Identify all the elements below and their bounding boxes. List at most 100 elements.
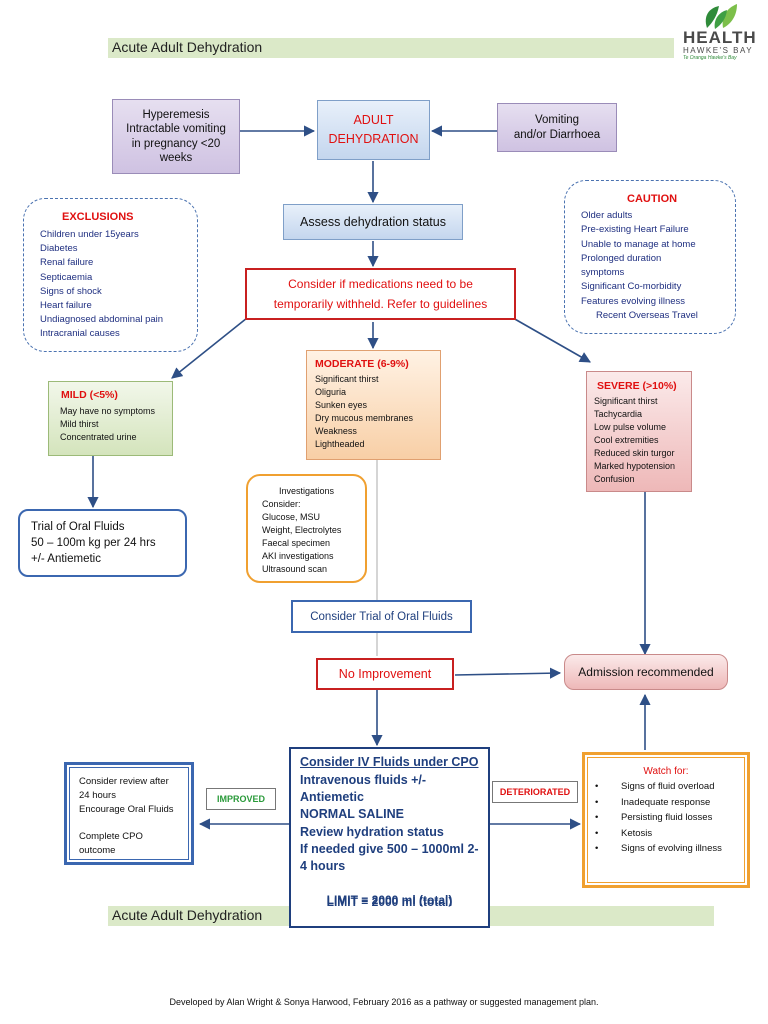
watch-for-box: Watch for: •Signs of fluid overload •Ina… xyxy=(582,752,750,888)
investigation-item: AKI investigations xyxy=(262,551,334,561)
investigation-item: Glucose, MSU xyxy=(262,512,321,522)
watch-item: •Inadequate response xyxy=(595,795,722,811)
iv-title: Consider IV Fluids under CPO xyxy=(300,755,479,769)
mild-item: Concentrated urine xyxy=(60,432,137,442)
bullet-icon: • xyxy=(595,796,599,808)
review-inner-border xyxy=(69,767,189,860)
moderate-item: Significant thirst xyxy=(315,374,379,384)
medications-line: Consider if medications need to be xyxy=(288,277,473,291)
severe-box: SEVERE (>10%) Significant thirst Tachyca… xyxy=(586,371,692,492)
severe-list: Significant thirst Tachycardia Low pulse… xyxy=(594,395,675,486)
bullet-icon: • xyxy=(595,827,599,839)
admission-box: Admission recommended xyxy=(564,654,728,690)
hyperemesis-box: Hyperemesis Intractable vomiting in preg… xyxy=(112,99,240,174)
watch-item: •Ketosis xyxy=(595,826,722,842)
logo-line1: HEALTH xyxy=(683,28,757,47)
caution-item: Features evolving illness xyxy=(581,295,686,307)
investigations-title: Investigations xyxy=(278,486,335,496)
medications-line: temporarily withheld. Refer to guideline… xyxy=(273,297,488,311)
review-line: outcome xyxy=(79,844,116,856)
vomiting-line: and/or Diarrhoea xyxy=(513,128,601,141)
review-line xyxy=(79,816,174,830)
iv-line: Review hydration status xyxy=(300,824,444,839)
arrow-noimprovement-admission xyxy=(454,667,562,679)
footer-band-title: Acute Adult Dehydration xyxy=(112,907,263,923)
deteriorated-label: DETERIORATED xyxy=(499,787,571,797)
arrow-medications-mild xyxy=(171,317,248,379)
iv-limit-overlay: LIMIT = 2000 ml (total) xyxy=(326,893,453,907)
logo-line3: Te Oranga Hawke's Bay xyxy=(683,55,737,61)
moderate-item: Weakness xyxy=(315,426,357,436)
iv-box-bottom xyxy=(289,906,490,928)
exclusions-box: EXCLUSIONS Children under 15years Diabet… xyxy=(23,198,198,352)
severe-title: SEVERE (>10%) xyxy=(597,380,677,392)
caution-item: symptoms xyxy=(581,267,625,279)
caution-box: CAUTION Older adults Pre-existing Heart … xyxy=(564,180,736,334)
caution-title: CAUTION xyxy=(627,193,678,205)
trial-line: 50 – 100m kg per 24 hrs xyxy=(31,537,156,549)
investigations-list: Consider: Glucose, MSU Weight, Electroly… xyxy=(262,498,341,576)
investigations-box: Investigations Consider: Glucose, MSU We… xyxy=(246,474,367,583)
review-list: Consider review after 24 hours Encourage… xyxy=(79,775,174,858)
investigation-item: Faecal specimen xyxy=(262,538,331,548)
consider-trial-label: Consider Trial of Oral Fluids xyxy=(310,610,453,623)
caution-item: Older adults xyxy=(581,210,633,221)
severe-item: Tachycardia xyxy=(594,409,643,419)
exclusion-item: Renal failure xyxy=(40,257,94,269)
mild-item: May have no symptoms xyxy=(60,406,156,416)
investigation-item: Weight, Electrolytes xyxy=(262,525,342,535)
admission-label: Admission recommended xyxy=(578,665,714,679)
severe-item: Low pulse volume xyxy=(594,422,667,432)
moderate-item: Oliguria xyxy=(315,387,347,397)
iv-list: Intravenous fluids +/- Antiemetic NORMAL… xyxy=(300,772,479,875)
assess-label: Assess dehydration status xyxy=(300,215,446,229)
exclusion-item: Children under 15years xyxy=(40,229,139,240)
caution-item: Significant Co-morbidity xyxy=(581,281,682,293)
improved-label-box: IMPROVED xyxy=(206,788,276,810)
watch-item: •Signs of fluid overload xyxy=(595,779,722,795)
exclusion-item: Heart failure xyxy=(40,300,92,312)
moderate-box: MODERATE (6-9%) Significant thirst Oligu… xyxy=(306,350,441,460)
watch-inner-border xyxy=(587,757,745,883)
caution-item: Unable to manage at home xyxy=(581,238,696,250)
deteriorated-label-box: DETERIORATED xyxy=(492,781,578,803)
review-line: Consider review after xyxy=(79,776,169,787)
severe-item: Significant thirst xyxy=(594,396,658,406)
investigation-item: Ultrasound scan xyxy=(262,564,328,574)
exclusions-title: EXCLUSIONS xyxy=(62,211,134,223)
iv-line: Antiemetic xyxy=(300,790,364,805)
vomiting-line: Vomiting xyxy=(534,114,580,126)
moderate-item: Sunken eyes xyxy=(315,400,368,410)
hyperemesis-line: Intractable vomiting xyxy=(126,123,226,135)
health-hawkes-bay-logo: HEALTH HAWKE'S BAY Te Oranga Hawke's Bay xyxy=(683,2,765,61)
exclusion-item: Intracranial causes xyxy=(40,328,120,340)
trial-list: Trial of Oral Fluids 50 – 100m kg per 24… xyxy=(31,519,156,567)
trial-oral-fluids-box: Trial of Oral Fluids 50 – 100m kg per 24… xyxy=(18,509,187,577)
vomiting-box: Vomiting and/or Diarrhoea xyxy=(497,103,617,152)
trial-line: +/- Antiemetic xyxy=(31,553,101,565)
medications-box: Consider if medications need to be tempo… xyxy=(245,268,516,320)
review-line: Complete CPO xyxy=(79,831,143,843)
caution-item: Pre-existing Heart Failure xyxy=(581,224,689,236)
severe-item: Reduced skin turgor xyxy=(594,448,675,458)
exclusions-list: Children under 15years Diabetes Renal fa… xyxy=(40,228,163,342)
iv-line: 4 hours xyxy=(300,859,346,874)
no-improvement-box: No Improvement xyxy=(316,658,454,690)
no-improvement-label: No Improvement xyxy=(338,667,432,681)
iv-line: If needed give 500 – 1000ml 2- xyxy=(300,841,479,856)
assess-box: Assess dehydration status xyxy=(283,204,463,240)
bullet-icon: • xyxy=(595,812,599,823)
caution-list: Older adults Pre-existing Heart Failure … xyxy=(581,209,698,323)
iv-limit: LIMIT = 2000 ml (total) xyxy=(326,895,453,909)
header-band: Acute Adult Dehydration xyxy=(108,38,674,58)
exclusion-item: Signs of shock xyxy=(40,285,102,297)
review-line: 24 hours xyxy=(79,789,116,801)
watch-item: •Signs of evolving illness xyxy=(595,841,722,857)
moderate-title: MODERATE (6-9%) xyxy=(315,358,409,370)
iv-line: Intravenous fluids +/- xyxy=(300,773,427,787)
trial-line: Trial of Oral Fluids xyxy=(31,521,125,533)
mild-item: Mild thirst xyxy=(60,419,99,429)
watch-item: •Persisting fluid losses xyxy=(595,810,722,826)
mild-box: MILD (<5%) May have no symptoms Mild thi… xyxy=(48,381,173,456)
